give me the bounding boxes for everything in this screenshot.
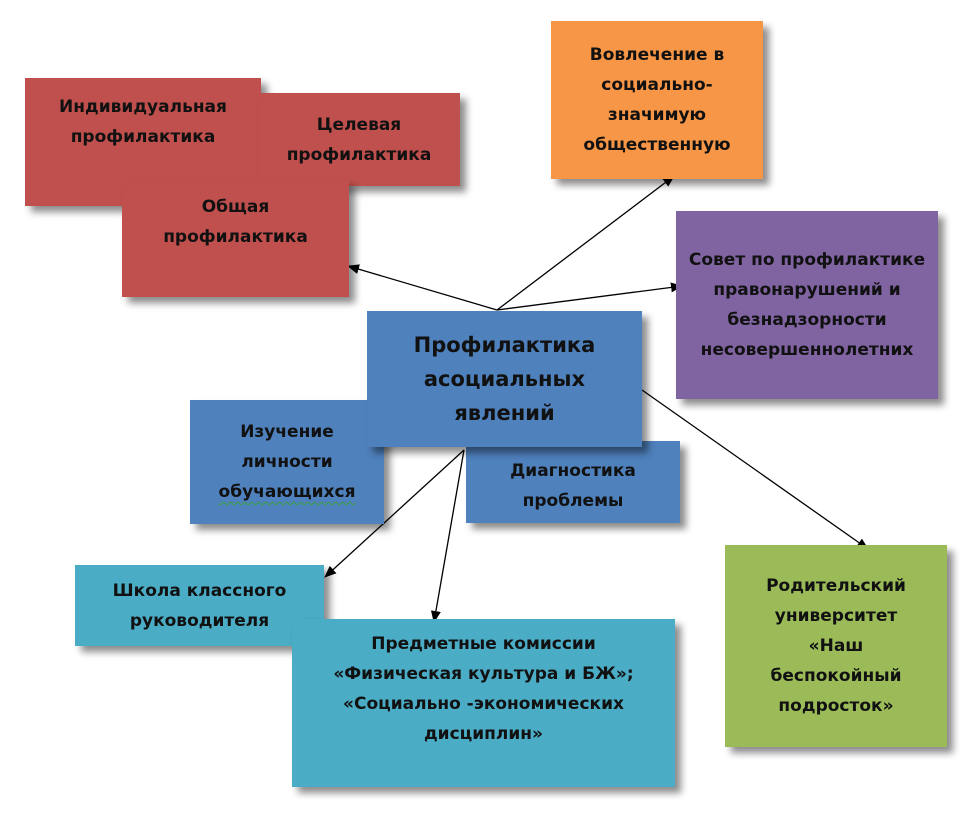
- arrow-to-council: [496, 282, 683, 311]
- node-center-topic: Профилактика асоциальных явлений: [367, 311, 642, 447]
- node-school-teacher: Школа классного руководителя: [75, 565, 324, 646]
- node-subject-commissions: Предметные комиссии «Физическая культура…: [292, 619, 675, 787]
- arrow-to-school: [324, 449, 465, 578]
- node-target-prevention: Целевая профилактика: [258, 93, 460, 186]
- node-involvement: Вовлечение в социально-значимую обществе…: [551, 21, 763, 179]
- arrow-to-involvement: [496, 175, 675, 311]
- arrow-to-general: [347, 264, 498, 311]
- node-council: Совет по профилактике правонарушений и б…: [676, 211, 938, 399]
- node-general-prevention: Общая профилактика: [122, 180, 349, 297]
- node-study-personality: Изучение личности обучающихся: [190, 400, 384, 524]
- arrow-to-commissions: [430, 449, 465, 623]
- arrow-to-parents: [641, 389, 869, 550]
- node-parents-university: Родительский университет «Наш беспокойны…: [725, 545, 947, 747]
- node-diagnostics: Диагностика проблемы: [466, 441, 680, 523]
